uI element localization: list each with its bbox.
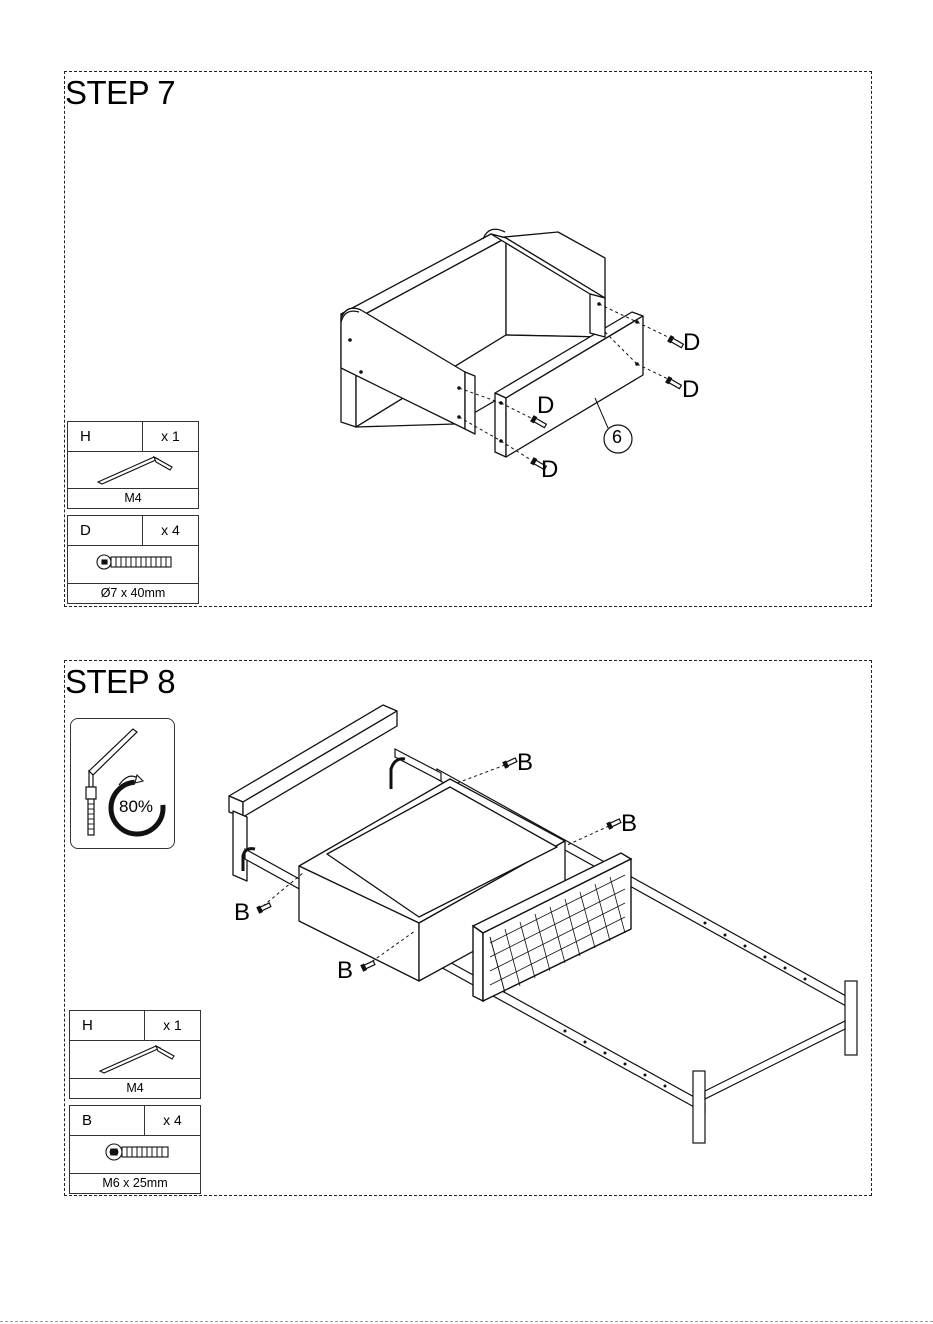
fastener-label-d: D: [682, 378, 699, 402]
part-code: B: [70, 1106, 145, 1135]
part-spec: Ø7 x 40mm: [68, 583, 198, 603]
part-spec: M4: [70, 1078, 200, 1098]
fastener-label-d: D: [541, 458, 558, 482]
allen-key-icon: [68, 451, 198, 485]
fastener-label-d: D: [537, 394, 554, 418]
parts-box-h: H x 1 M4: [69, 1010, 201, 1099]
part-code: H: [68, 422, 143, 451]
part-code: H: [70, 1011, 145, 1040]
fastener-label-b: B: [621, 812, 637, 836]
parts-box-d: D x 4 Ø7 x 40mm: [67, 515, 199, 604]
parts-box-h: H x 1 M4: [67, 421, 199, 509]
step-7-panel: STEP 7: [64, 71, 872, 607]
connector-bolt-icon: [68, 545, 198, 579]
part-quantity: x 4: [145, 1106, 200, 1135]
fastener-label-b: B: [234, 901, 250, 925]
hex-bolt-icon: [70, 1135, 200, 1169]
part-quantity: x 4: [143, 516, 198, 545]
parts-box-b: B x 4 M6 x 25mm: [69, 1105, 201, 1194]
part-spec: M6 x 25mm: [70, 1173, 200, 1193]
fastener-label-b: B: [517, 751, 533, 775]
part-6-label: 6: [612, 428, 622, 446]
step-8-panel: STEP 8 80%: [64, 660, 872, 1196]
part-quantity: x 1: [143, 422, 198, 451]
part-quantity: x 1: [145, 1011, 200, 1040]
allen-key-icon: [70, 1040, 200, 1074]
part-code: D: [68, 516, 143, 545]
fastener-label-d: D: [683, 331, 700, 355]
part-spec: M4: [68, 488, 198, 508]
fastener-label-b: B: [337, 959, 353, 983]
page-cut-line: [0, 1321, 933, 1322]
